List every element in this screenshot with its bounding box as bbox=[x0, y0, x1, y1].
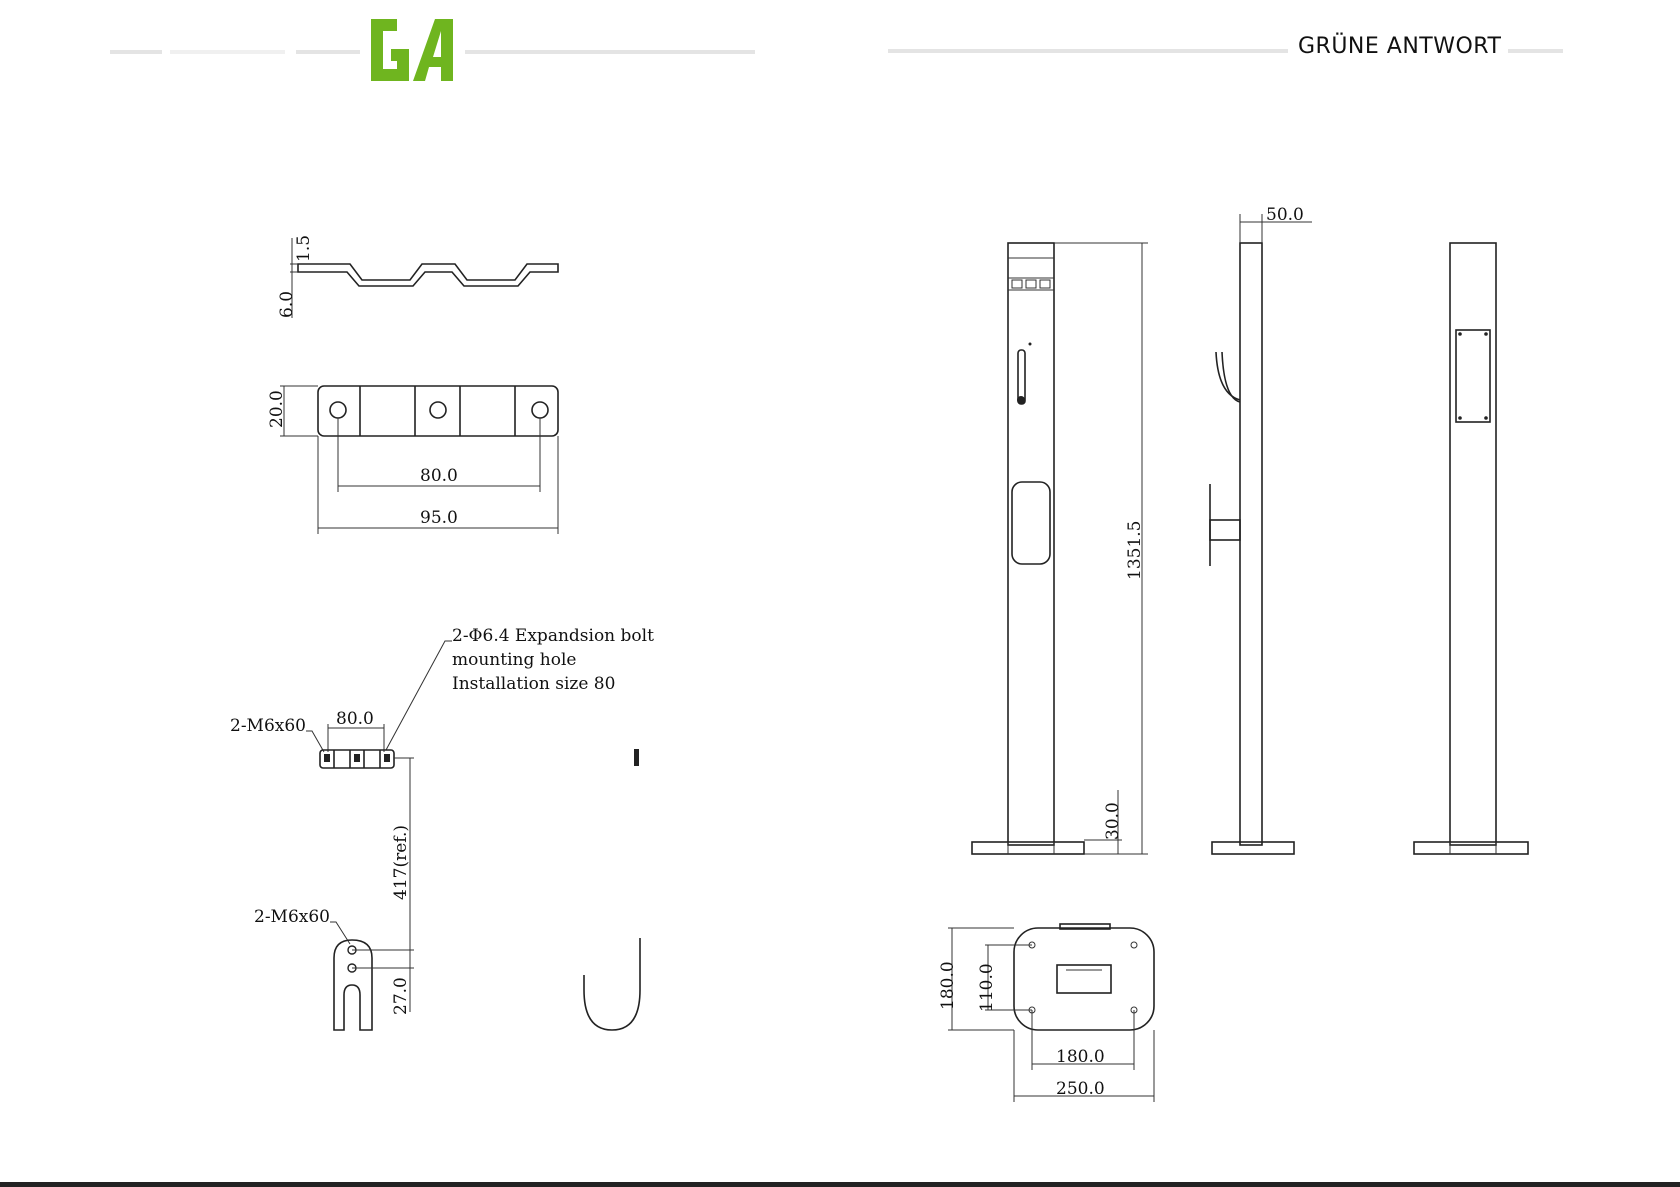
dim-pillar-depth: 50.0 bbox=[1266, 205, 1304, 225]
dim-base-depth: 180.0 bbox=[938, 961, 958, 1010]
screw-label-bottom: 2-M6x60 bbox=[254, 907, 330, 927]
bracket-side-view bbox=[290, 238, 558, 318]
bolt-note-leader bbox=[386, 641, 452, 750]
dim-bracket-hole-spacing: 80.0 bbox=[420, 466, 458, 486]
dim-bracket-width: 20.0 bbox=[267, 390, 287, 428]
bolt-note-line-2: mounting hole bbox=[452, 650, 576, 670]
wall-mark bbox=[634, 749, 639, 766]
dim-pillar-height: 1351.5 bbox=[1125, 521, 1145, 580]
dim-bracket-length: 95.0 bbox=[420, 508, 458, 528]
dim-bracket-height: 6.0 bbox=[277, 291, 297, 318]
bottom-border bbox=[0, 1182, 1680, 1187]
dim-hole-depth: 110.0 bbox=[977, 963, 997, 1012]
bolt-note-line-1: 2-Φ6.4 Expandsion bolt bbox=[452, 626, 654, 646]
dim-bracket-thickness: 1.5 bbox=[294, 235, 314, 262]
dim-install-spacing: 80.0 bbox=[336, 709, 374, 729]
screw-label-top: 2-M6x60 bbox=[230, 716, 306, 736]
pillar-front-view bbox=[972, 243, 1148, 854]
bolt-note-line-3: Installation size 80 bbox=[452, 674, 615, 694]
dim-hole-width: 180.0 bbox=[1056, 1047, 1105, 1067]
dim-install-vertical: 417(ref.) bbox=[391, 825, 411, 900]
base-plate-top-view bbox=[948, 924, 1154, 1102]
pillar-side-view bbox=[1210, 214, 1312, 854]
cable-hook-side bbox=[584, 938, 640, 1030]
screw-top-leader bbox=[306, 731, 324, 752]
pillar-back-view bbox=[1414, 243, 1528, 854]
dim-hook-height: 27.0 bbox=[391, 977, 411, 1015]
dim-base-height: 30.0 bbox=[1103, 802, 1123, 840]
installed-bracket bbox=[320, 750, 414, 768]
dim-base-width: 250.0 bbox=[1056, 1079, 1105, 1099]
bracket-top-view bbox=[280, 386, 558, 534]
